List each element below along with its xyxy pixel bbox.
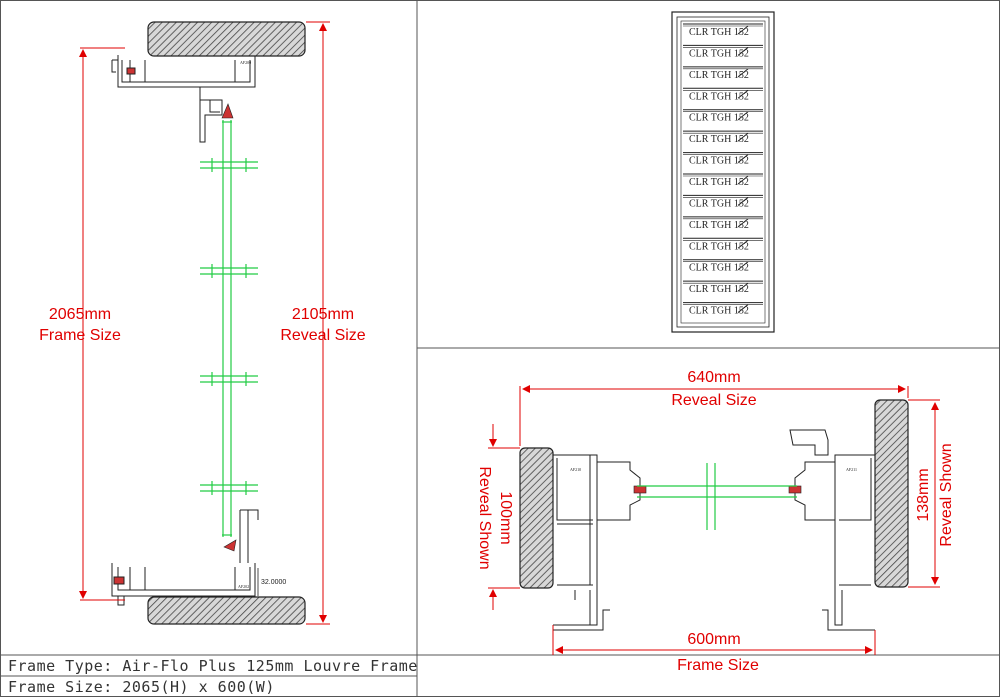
title-frame-size: Frame Size: 2065(H) x 600(W) (8, 678, 275, 696)
louvre-blade-clip (737, 25, 749, 35)
louvre-glazing (222, 120, 232, 537)
louvre-blade-label: CLR TGH 152 (689, 156, 749, 167)
louvre-blade-label: CLR TGH 152 (689, 48, 749, 59)
left-seal (633, 485, 647, 494)
reveal-size-label: Reveal Size (280, 327, 365, 344)
frame-size-value: 2065mm (49, 306, 111, 323)
louvre-blade-clip (737, 132, 749, 142)
frame-width-dim-line (552, 625, 876, 655)
louvre-blade-label: CLR TGH 152 (689, 220, 749, 231)
reveal-width-value: 640mm (687, 369, 740, 386)
frame-size-label: Frame Size (39, 327, 121, 344)
plan-section-view: AF210 AF211 640mm Reveal Size (476, 369, 955, 674)
sill-frame-profile (111, 509, 259, 606)
left-reveal-value: 100mm (497, 491, 514, 544)
right-jamb-wall (874, 399, 909, 588)
reveal-size-dim-line (306, 21, 330, 625)
louvre-blade-label: CLR TGH 152 (689, 177, 749, 188)
louvre-blade-label: CLR TGH 152 (689, 113, 749, 124)
louvre-blade-clip (737, 175, 749, 185)
louvre-blade-clip (737, 89, 749, 99)
louvre-blade-label: CLR TGH 152 (689, 263, 749, 274)
louvre-blade-label: CLR TGH 152 (689, 241, 749, 252)
louvre-blade-clip (737, 111, 749, 121)
right-jamb-frame (789, 429, 875, 631)
left-jamb-wall (519, 447, 554, 589)
left-reveal-dim-line (488, 424, 520, 610)
left-reveal-label: Reveal Shown (476, 466, 493, 569)
louvre-blade-label: CLR TGH 152 (689, 134, 749, 145)
right-profile-code: AF211 (846, 467, 857, 472)
right-seal (788, 485, 802, 494)
title-frame-type: Frame Type: Air-Flo Plus 125mm Louvre Fr… (8, 657, 418, 675)
left-profile-code: AF210 (570, 467, 581, 472)
reveal-size-value: 2105mm (292, 306, 354, 323)
louvre-blade-label: CLR TGH 152 (689, 91, 749, 102)
louvre-blade-clip (737, 239, 749, 249)
frame-size-dim-line (79, 47, 125, 601)
louvre-blade-clip (737, 47, 749, 56)
right-reveal-label: Reveal Shown (938, 443, 955, 546)
louvre-blade-label: CLR TGH 152 (689, 284, 749, 295)
louvre-blade-clip (737, 68, 749, 78)
louvre-blade-label: CLR TGH 152 (689, 306, 749, 317)
louvre-clips (200, 158, 258, 495)
plan-glazing (637, 463, 797, 530)
louvre-blade-clip (737, 261, 749, 271)
louvre-blade-clip (737, 282, 749, 292)
right-reveal-dim-line (908, 399, 940, 588)
head-profile-code: AF200 (240, 60, 251, 65)
frame-width-value: 600mm (687, 631, 740, 648)
left-jamb-frame (553, 454, 641, 631)
reveal-width-label: Reveal Size (671, 392, 756, 409)
head-seal (221, 103, 234, 119)
sill-wall (147, 596, 306, 625)
side-section-view: AF200 AF202 32.0000 (39, 21, 366, 625)
head-wall (147, 21, 306, 57)
frame-width-label: Frame Size (677, 657, 759, 674)
head-frame-profile (111, 55, 256, 143)
sill-profile-code: AF202 (238, 584, 249, 589)
louvre-blade-clip (737, 197, 749, 206)
louvre-blade-clip (737, 304, 749, 313)
reveal-width-dim-line (519, 385, 909, 446)
sill-height-dim: 32.0000 (261, 579, 286, 586)
louvre-blade-label: CLR TGH 152 (689, 70, 749, 81)
louvre-blade-clip (737, 218, 749, 228)
sill-seal (223, 539, 237, 552)
right-reveal-value: 138mm (915, 468, 932, 521)
louvre-blade-clip (737, 154, 749, 163)
louvre-blade-label: CLR TGH 152 (689, 198, 749, 209)
louvre-blade-label: CLR TGH 152 (689, 27, 749, 38)
